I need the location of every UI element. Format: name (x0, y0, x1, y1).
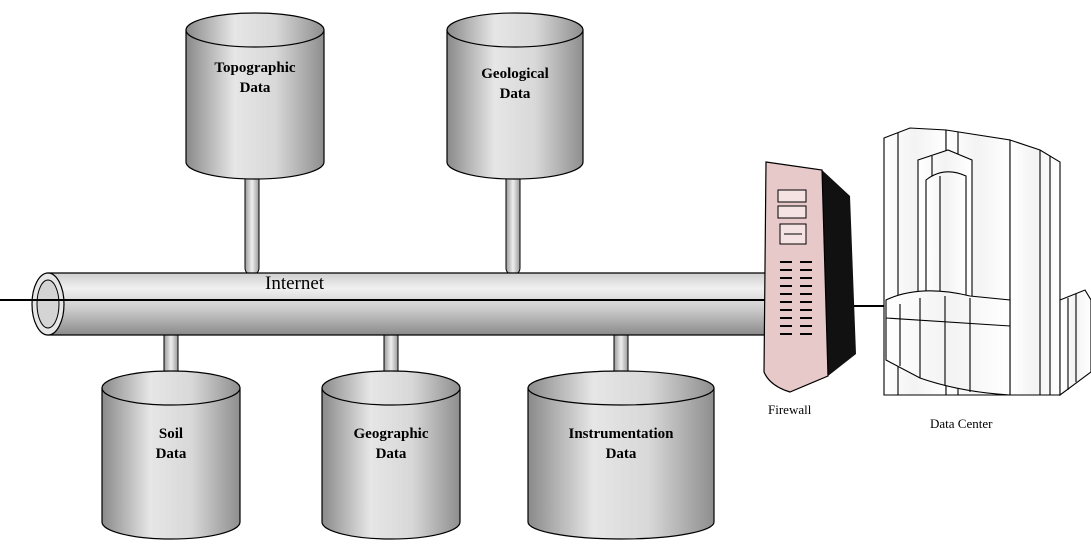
database-soil: Soil Data (101, 370, 241, 540)
database-instrumentation: Instrumentation Data (527, 370, 715, 540)
connectors (163, 154, 629, 381)
database-label-line2: Data (376, 446, 407, 462)
database-label-line2: Data (156, 446, 187, 462)
internet-label: Internet (265, 273, 325, 294)
firewall-label: Firewall (768, 402, 812, 417)
data-center-mainframe-icon (883, 127, 1091, 397)
database-label-line2: Data (500, 86, 531, 102)
database-label-line1: Instrumentation (568, 426, 674, 442)
database-label-line1: Geographic (354, 426, 429, 442)
database-geological: Geological Data (446, 12, 584, 180)
internet-pipe: Internet (0, 272, 787, 336)
database-geographic: Geographic Data (321, 370, 461, 540)
firewall-server-icon (763, 161, 856, 393)
database-label-line1: Topographic (214, 60, 295, 76)
database-label-line1: Soil (159, 426, 183, 442)
database-topographic: Topographic Data (185, 12, 325, 180)
database-label-line2: Data (606, 446, 637, 462)
data-center-label: Data Center (930, 416, 993, 431)
database-label-line2: Data (240, 80, 271, 96)
database-label-line1: Geological (481, 66, 549, 82)
